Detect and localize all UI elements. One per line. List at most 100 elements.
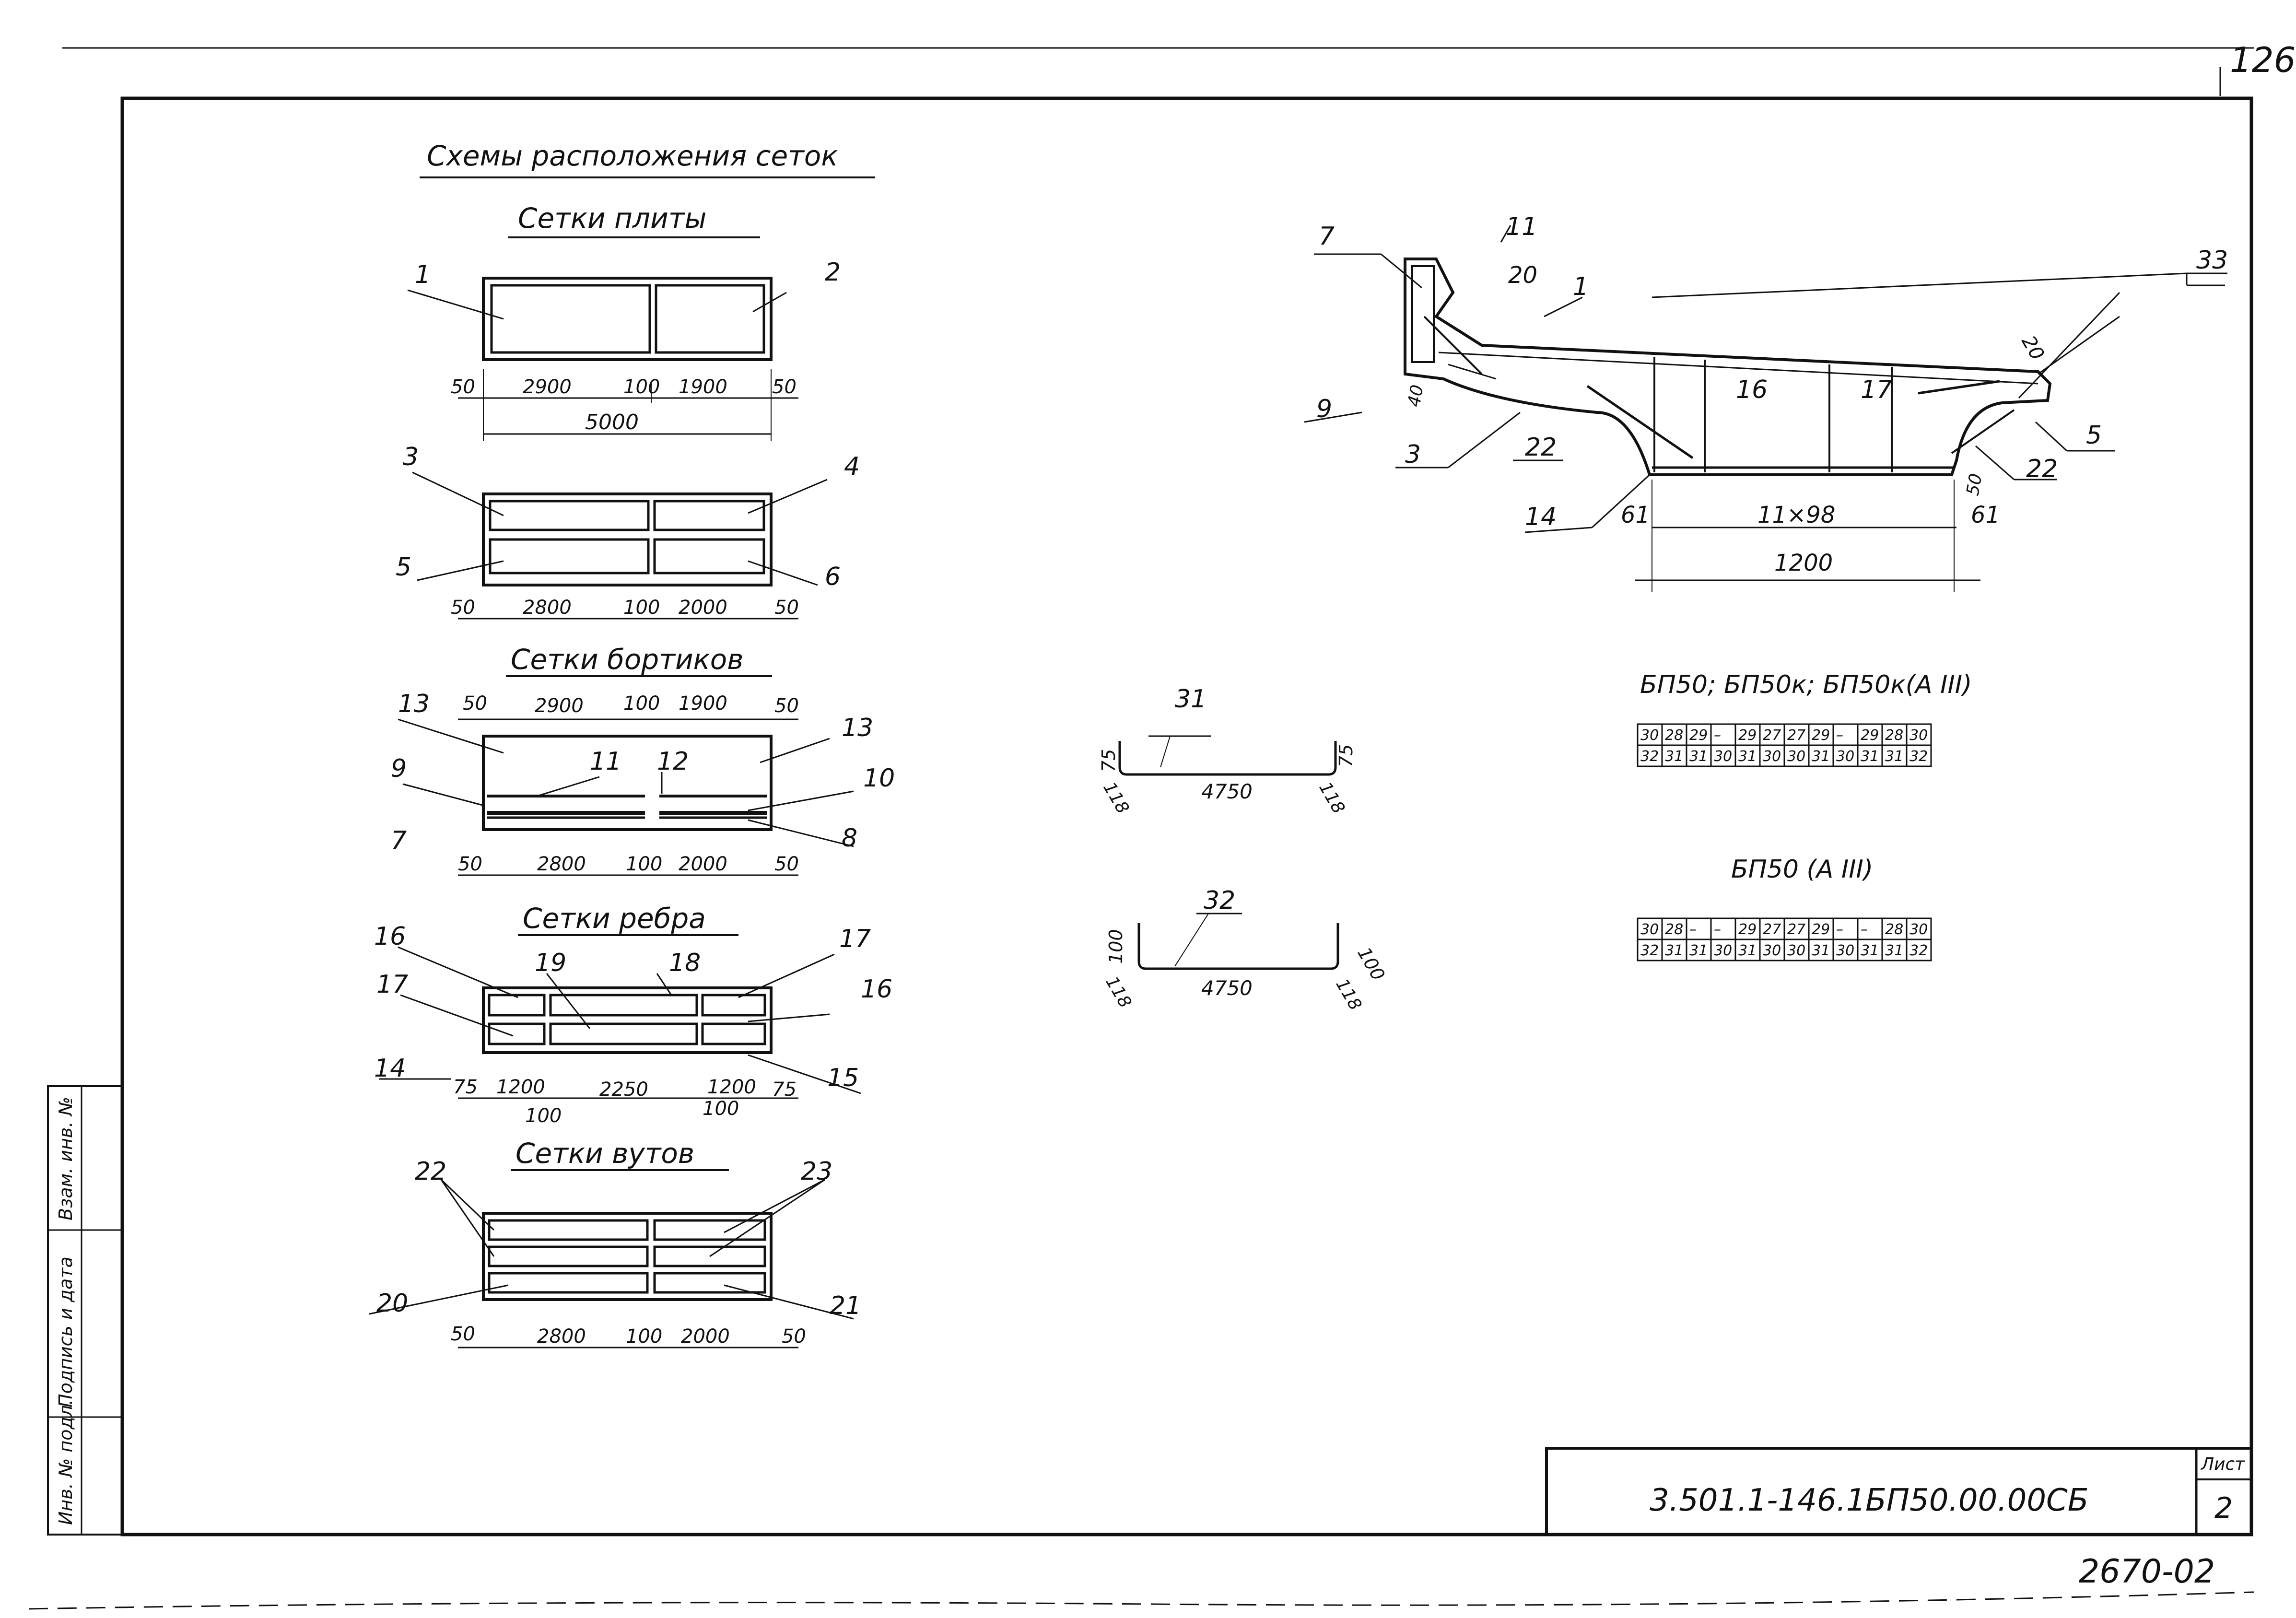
sides-bottom-dim-2: 2800: [537, 853, 586, 875]
table-2-title: БП50 (А III): [1731, 855, 1873, 884]
table-cell: 31: [1885, 942, 1903, 959]
section-label-5: 5: [2086, 421, 2102, 450]
table-cell: 30: [1836, 748, 1854, 765]
slab2-label-3: 3: [403, 443, 419, 471]
table-cell: 27: [1787, 727, 1805, 744]
bar-31-leg-left: 75: [1098, 749, 1119, 772]
sides-label-7: 7: [391, 826, 407, 855]
table-cell: 31: [1812, 748, 1830, 765]
table-cell: 28: [1885, 921, 1903, 938]
bar-32-leg-right: 100: [1353, 944, 1389, 985]
table-cell: 31: [1861, 942, 1879, 959]
table-1-title: БП50; БП50к; БП50к(А III): [1640, 670, 1972, 699]
side-stamp-inv: Инв. № подл.: [55, 1399, 76, 1525]
rib-label-17b: 17: [839, 925, 871, 953]
table-cell: –: [1689, 921, 1697, 938]
rib-label-17a: 17: [376, 970, 408, 999]
section-dim-2: 11×98: [1757, 502, 1835, 528]
sides-top-dim-5: 50: [774, 695, 799, 717]
slab2-dim-4: 2000: [679, 597, 727, 619]
slab-dim-2: 2900: [523, 376, 572, 398]
table-cell: 30: [1763, 748, 1781, 765]
table-cell: 32: [1909, 942, 1928, 959]
rib-label-14: 14: [374, 1054, 406, 1083]
rib-label-16b: 16: [861, 975, 892, 1004]
slab-mesh-bottom: 3 4 5 6 50 2800 100 2000 50: [396, 443, 860, 620]
slab2-label-6: 6: [825, 563, 841, 591]
table-cell: 29: [1812, 921, 1830, 938]
table-cell: 29: [1689, 727, 1708, 744]
stamp-sheet-number: 2: [2214, 1491, 2233, 1525]
bar-31-hook-right: 118: [1315, 779, 1348, 817]
sides-top-dim-4: 1900: [679, 692, 727, 715]
table-cell: 31: [1689, 942, 1708, 959]
rib-label-19: 19: [535, 949, 566, 977]
haunch-dim-1: 50: [451, 1323, 475, 1345]
slab-dim-5: 50: [772, 376, 797, 398]
section-label-33: 33: [2196, 246, 2228, 275]
slab2-dim-3: 100: [623, 597, 660, 619]
bar-31-label: 31: [1175, 685, 1207, 714]
stamp-mark: БП50.00.00СБ: [1865, 1483, 2089, 1518]
slab2-label-5: 5: [396, 553, 411, 582]
table-cell: –: [1836, 727, 1843, 744]
table-cell: –: [1836, 921, 1843, 938]
section-label-20a: 20: [1508, 262, 1537, 289]
sides-mesh: 50 2900 100 1900 50 13 13 11 12 9 10 7 8…: [391, 690, 895, 876]
table-cell: 30: [1787, 748, 1805, 765]
section-title-rib: Сетки ребра: [523, 902, 706, 935]
bar-32-label: 32: [1204, 886, 1235, 915]
sides-label-9: 9: [391, 754, 407, 783]
bar-32: 32 4750 100 100 118 118: [1101, 886, 1389, 1014]
slab2-label-4: 4: [844, 452, 860, 481]
rib-dim-4: 1200: [707, 1076, 756, 1098]
rib-label-15: 15: [827, 1064, 859, 1092]
table-cell: 28: [1665, 921, 1683, 938]
section-label-9: 9: [1316, 395, 1332, 423]
table-cell: 30: [1640, 727, 1659, 744]
section-label-22a: 22: [1525, 433, 1557, 462]
section-label-3: 3: [1405, 440, 1421, 469]
table-cell: 29: [1861, 727, 1879, 744]
sides-label-11: 11: [590, 747, 621, 776]
slab-dim-3: 100: [623, 376, 660, 398]
rib-label-16a: 16: [374, 922, 406, 951]
stamp-code: 3.501.1-146.1: [1650, 1483, 1866, 1518]
section-label-11: 11: [1506, 212, 1537, 241]
section-label-22b: 22: [2026, 455, 2058, 483]
sides-top-dim-3: 100: [623, 692, 660, 715]
slab2-dim-5: 50: [774, 597, 799, 619]
haunch-label-22: 22: [415, 1157, 446, 1186]
slab-dim-1: 50: [451, 376, 475, 398]
table-cell: 31: [1885, 748, 1903, 765]
section-title-sides: Сетки бортиков: [511, 643, 743, 676]
slab2-dim-1: 50: [451, 597, 475, 619]
table-cell: 30: [1787, 942, 1805, 959]
cross-section: 7 11 20 1 33 9 16 17 20 3 22 5 22 14 40 …: [1304, 212, 2228, 592]
corner-code: 2670-02: [2079, 1553, 2215, 1591]
rib-dim-2: 1200: [496, 1076, 545, 1098]
table-cell: 28: [1665, 727, 1683, 744]
table-cell: 31: [1861, 748, 1879, 765]
rib-subdim-1: 100: [525, 1105, 562, 1127]
table-cell: 29: [1738, 727, 1757, 744]
table-cell: –: [1714, 727, 1721, 744]
table-cell: 32: [1909, 748, 1928, 765]
table-cell: 30: [1836, 942, 1854, 959]
table-cell: 28: [1885, 727, 1903, 744]
section-dim-1: 61: [1621, 502, 1650, 528]
side-stamp-replace: Взам. инв. №: [55, 1097, 76, 1220]
section-dim-3: 61: [1971, 502, 2000, 528]
section-label-14: 14: [1525, 503, 1557, 531]
page-number: 126: [2230, 40, 2296, 80]
sides-label-12: 12: [657, 747, 689, 776]
table-cell: 32: [1640, 748, 1659, 765]
haunch-label-21: 21: [830, 1291, 861, 1320]
haunch-dim-5: 50: [782, 1325, 806, 1348]
sides-bottom-dim-5: 50: [774, 853, 799, 875]
section-label-16: 16: [1736, 375, 1768, 404]
sides-top-dim-2: 2900: [535, 695, 584, 717]
table-cell: 31: [1665, 748, 1683, 765]
